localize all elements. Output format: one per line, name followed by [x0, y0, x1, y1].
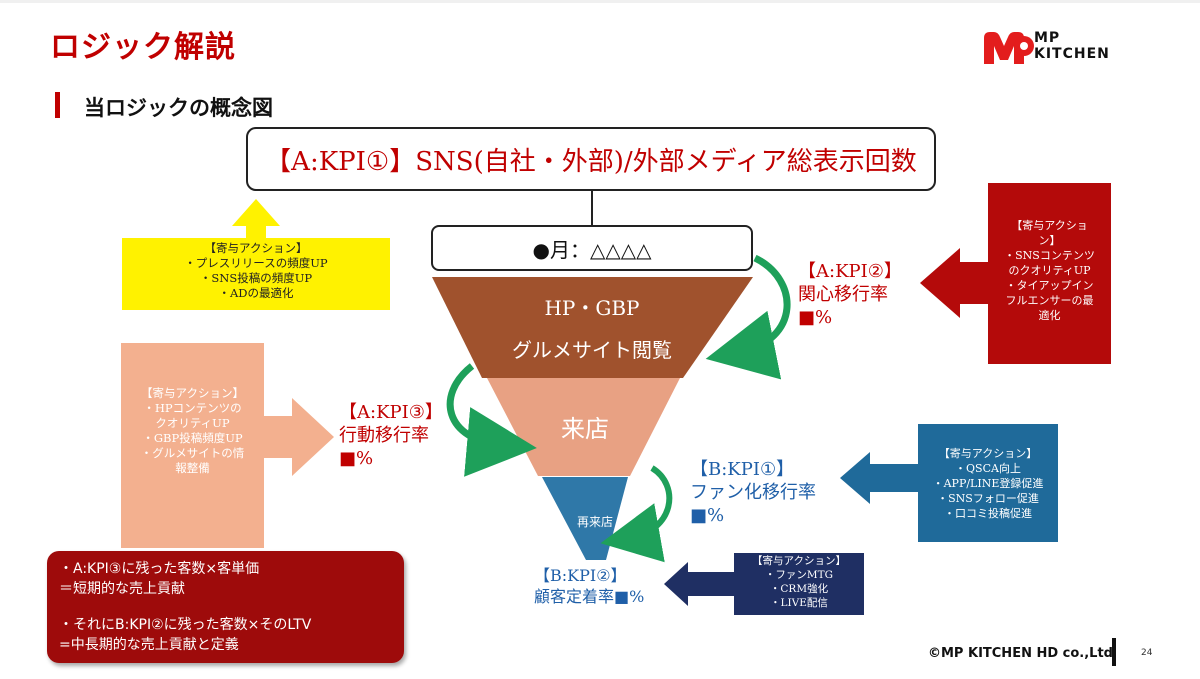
- blue-action-text: 【寄与アクション】 ・QSCA向上 ・APP/LINE登録促進 ・SNSフォロー…: [918, 446, 1058, 521]
- salmon-line-1: 【寄与アクション】: [141, 386, 244, 400]
- bkpi1-label: 【B:KPI①】: [690, 459, 795, 480]
- note-line-1: ・A:KPI③に残った客数×客単価: [59, 561, 260, 577]
- salmon-line-2: ・HPコンテンツの: [143, 401, 242, 415]
- blue-action-heading: 【寄与アクション】: [938, 447, 1038, 460]
- top-connector-line: [591, 191, 593, 225]
- bkpi1-unit: ■%: [690, 505, 725, 526]
- navy-action-item-1: ・ファンMTG: [764, 569, 834, 581]
- dark-red-left-arrow: [920, 248, 988, 318]
- salmon-action-box: [121, 343, 264, 548]
- kpi2-label: 【A:KPI②】: [798, 261, 902, 282]
- dark-red-line-7: 適化: [1038, 309, 1061, 322]
- blue-action-item-2: ・APP/LINE登録促進: [932, 477, 1044, 490]
- salmon-line-6: 報整備: [175, 461, 210, 475]
- footer-divider: [1112, 638, 1116, 666]
- dark-red-line-5: ・タイアップイン: [1005, 279, 1094, 292]
- blue-action-item-4: ・口コミ投稿促進: [944, 507, 1032, 520]
- salmon-line-4: ・GBP投稿頻度UP: [142, 431, 243, 445]
- note-line-3: ・それにB:KPI②に残った客数×そのLTV: [59, 617, 312, 633]
- navy-action-item-2: ・CRM強化: [769, 583, 829, 595]
- funnel-stage-1-line2: グルメサイト閲覧: [512, 338, 672, 362]
- dark-red-line-3: ・SNSコンテンツ: [1004, 249, 1095, 262]
- bkpi2-label-block: 【B:KPI②】 顧客定着率■%: [534, 565, 644, 607]
- salmon-line-3: クオリティUP: [155, 416, 230, 430]
- kpi3-unit: ■%: [339, 448, 374, 469]
- blue-left-arrow: [840, 452, 918, 504]
- note-line-4: =中長期的な売上貢献と定義: [59, 637, 239, 653]
- subtitle-accent-bar: [55, 92, 60, 118]
- note-line-2: ＝短期的な売上貢献: [59, 581, 185, 597]
- salmon-action-text: 【寄与アクション】 ・HPコンテンツの クオリティUP ・GBP投稿頻度UP ・…: [121, 386, 264, 476]
- bkpi2-name: 顧客定着率■%: [534, 587, 645, 606]
- navy-action-heading: 【寄与アクション】: [752, 555, 846, 567]
- dark-red-action-text: 【寄与アクショ ン】 ・SNSコンテンツ のクオリティUP ・タイアップイン フ…: [988, 218, 1111, 323]
- funnel-stage-1: [432, 277, 753, 378]
- curved-arrow-kpi3: [446, 363, 537, 477]
- kpi3-name: 行動移行率: [339, 425, 429, 446]
- funnel-stage-1-line1: HP・GBP: [544, 296, 640, 320]
- navy-action-box: [734, 553, 864, 615]
- yellow-action-item-1: ・プレスリリースの頻度UP: [184, 256, 328, 270]
- kpi3-label-block: 【A:KPI③】 行動移行率 ■%: [339, 401, 443, 470]
- month-box: ●月：△△△△: [431, 225, 753, 271]
- yellow-action-item-2: ・SNS投稿の頻度UP: [199, 271, 313, 285]
- logo-wordmark: MP KITCHEN: [1034, 30, 1110, 62]
- kpi2-label-block: 【A:KPI②】 関心移行率 ■%: [798, 260, 902, 329]
- navy-left-arrow: [664, 562, 734, 606]
- salmon-right-arrow: [264, 398, 334, 476]
- navy-action-item-3: ・LIVE配信: [770, 597, 828, 609]
- yellow-action-item-3: ・ADの最適化: [218, 286, 294, 300]
- definition-note-box: ・A:KPI③に残った客数×客単価 ＝短期的な売上貢献 ・それにB:KPI②に残…: [47, 551, 404, 663]
- bkpi2-label: 【B:KPI②】: [534, 566, 627, 585]
- kpi2-name: 関心移行率: [798, 284, 888, 305]
- kpi2-unit: ■%: [798, 307, 833, 328]
- curved-arrow-kpi2: [705, 254, 791, 380]
- yellow-action-box: [122, 238, 390, 310]
- note-spacer: [59, 599, 392, 615]
- logo-line-2: KITCHEN: [1034, 46, 1110, 62]
- blue-action-item-1: ・QSCA向上: [955, 462, 1021, 475]
- salmon-line-5: ・グルメサイトの情: [140, 446, 245, 460]
- mp-kitchen-logo: [984, 32, 1034, 64]
- yellow-action-heading: 【寄与アクション】: [204, 241, 308, 255]
- footer-copyright: ©MP KITCHEN HD co.,Ltd: [928, 646, 1113, 661]
- dark-red-line-2: ン】: [1038, 234, 1061, 247]
- logo-line-1: MP: [1034, 30, 1061, 46]
- dark-red-line-1: 【寄与アクショ: [1011, 219, 1088, 232]
- kpi3-label: 【A:KPI③】: [339, 402, 443, 423]
- bkpi1-name: ファン化移行率: [690, 482, 816, 503]
- top-border: [0, 0, 1200, 3]
- yellow-action-text: 【寄与アクション】 ・プレスリリースの頻度UP ・SNS投稿の頻度UP ・ADの…: [122, 241, 390, 301]
- page-number: 24: [1141, 648, 1153, 658]
- page-subtitle: 当ロジックの概念図: [84, 96, 273, 120]
- dark-red-line-4: のクオリティUP: [1008, 264, 1091, 277]
- funnel-stage-2-label: 来店: [561, 415, 609, 443]
- blue-action-box: [918, 424, 1058, 542]
- dark-red-action-box: [988, 183, 1111, 364]
- page-title: ロジック解説: [50, 30, 236, 65]
- top-kpi-box: 【A:KPI①】SNS(自社・外部)/外部メディア総表示回数: [246, 127, 936, 191]
- dark-red-line-6: フルエンサーの最: [1005, 294, 1094, 307]
- curved-arrow-bkpi1: [600, 465, 673, 563]
- yellow-up-arrow: [232, 199, 280, 238]
- blue-action-item-3: ・SNSフォロー促進: [937, 492, 1039, 505]
- navy-action-text: 【寄与アクション】 ・ファンMTG ・CRM強化 ・LIVE配信: [734, 554, 864, 610]
- funnel-stage-3-label: 再来店: [576, 515, 613, 529]
- bkpi1-label-block: 【B:KPI①】 ファン化移行率 ■%: [690, 458, 816, 527]
